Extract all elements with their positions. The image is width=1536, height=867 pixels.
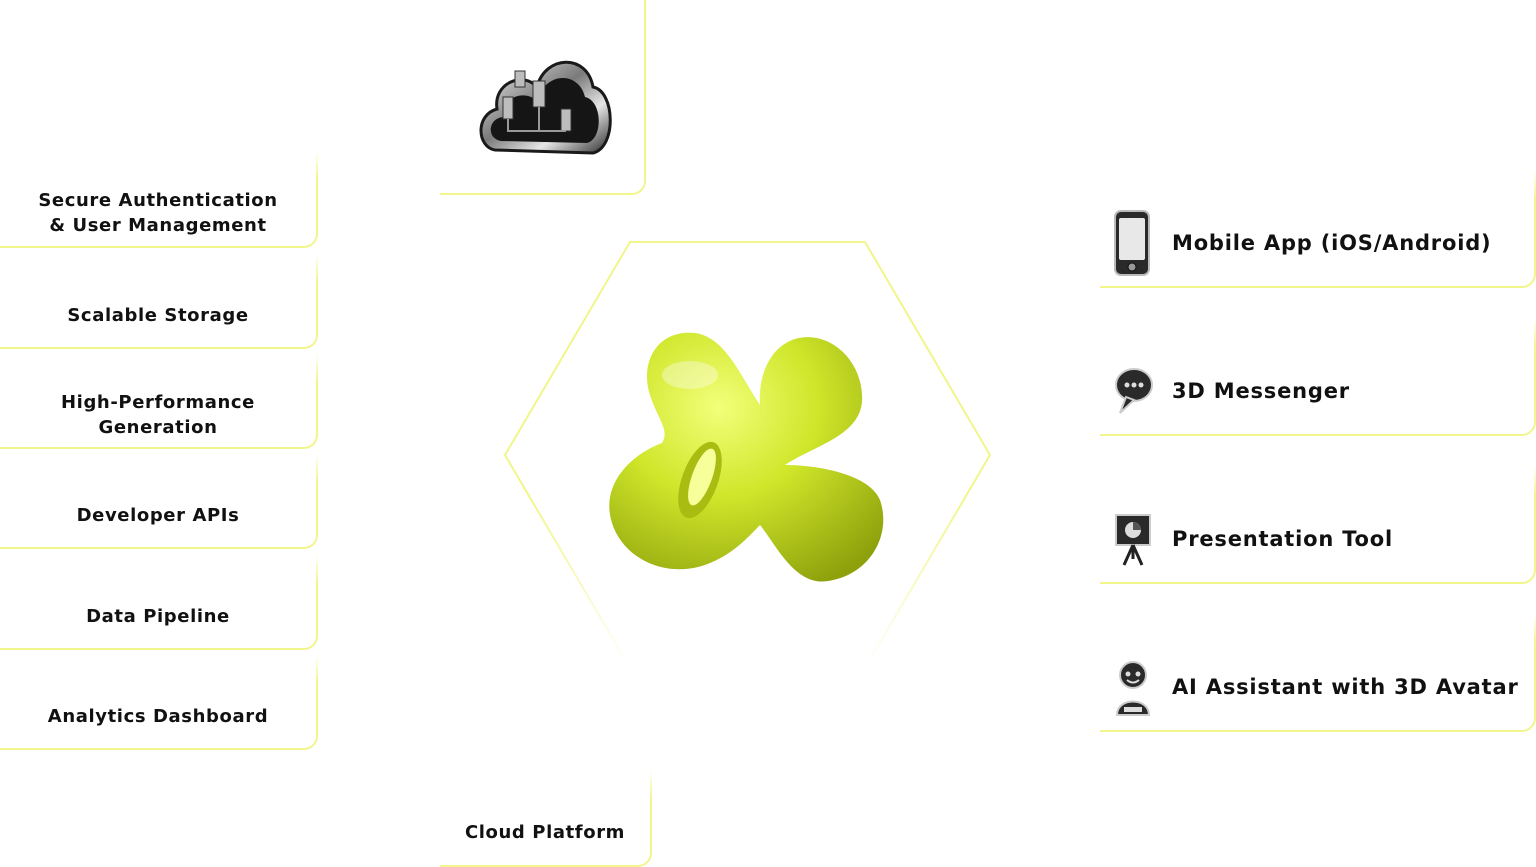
feature-secure-authentication: Secure Authentication & User Management: [0, 150, 318, 248]
feature-data-pipeline: Data Pipeline: [0, 554, 318, 650]
feature-label: Scalable Storage: [67, 304, 249, 326]
alpha-blob-icon: [609, 332, 884, 582]
cloud-platform-label: Cloud Platform: [464, 822, 626, 843]
cloud-server-icon: [479, 60, 612, 155]
chat-bubble-icon: [1112, 357, 1154, 425]
feature-high-performance-generation: High-Performance Generation: [0, 353, 318, 449]
robot-avatar-icon: [1112, 653, 1154, 721]
product-mobile-app: Mobile App (iOS/Android): [1100, 170, 1536, 288]
product-label: AI Assistant with 3D Avatar: [1172, 674, 1519, 699]
cloud-platform-card: Cloud Platform: [440, 770, 652, 867]
product-ai-assistant: AI Assistant with 3D Avatar: [1100, 614, 1536, 732]
product-label: Mobile App (iOS/Android): [1172, 230, 1492, 255]
product-3d-messenger: 3D Messenger: [1100, 318, 1536, 436]
feature-developer-apis: Developer APIs: [0, 453, 318, 549]
feature-label: Analytics Dashboard: [47, 705, 269, 727]
product-presentation-tool: Presentation Tool: [1100, 466, 1536, 584]
smartphone-icon: [1112, 209, 1154, 277]
feature-label: Developer APIs: [76, 504, 240, 526]
product-label: Presentation Tool: [1172, 526, 1394, 551]
feature-label: Data Pipeline: [86, 605, 230, 627]
product-label: 3D Messenger: [1172, 378, 1350, 403]
presentation-board-icon: [1112, 505, 1154, 573]
feature-scalable-storage: Scalable Storage: [0, 253, 318, 349]
feature-label: High-Performance Generation: [61, 392, 255, 438]
feature-label: Secure Authentication & User Management: [38, 190, 278, 236]
cloud-icon-card: [440, 0, 646, 195]
feature-analytics-dashboard: Analytics Dashboard: [0, 654, 318, 750]
